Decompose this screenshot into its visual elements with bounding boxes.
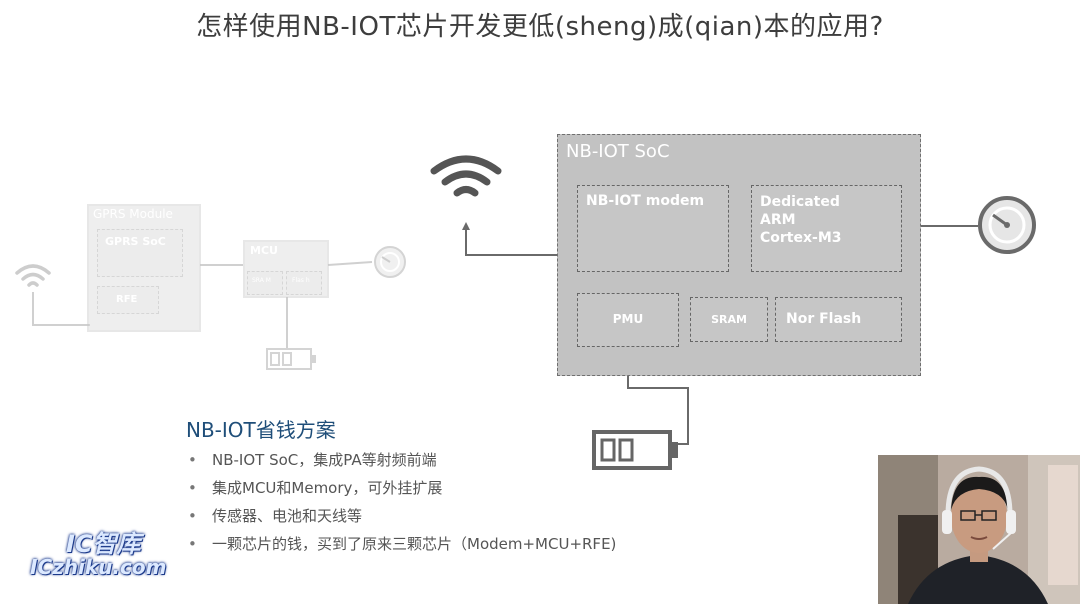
rfe-label: RFE bbox=[116, 294, 138, 305]
battery-icon bbox=[266, 348, 316, 370]
savings-heading: NB-IOT省钱方案 bbox=[186, 418, 336, 442]
nor-flash-block: Nor Flash bbox=[775, 297, 902, 342]
watermark-line-1: IC智库 bbox=[66, 530, 141, 558]
mcu-sram-label: SRA M bbox=[252, 277, 271, 284]
arm-line-1: Dedicated bbox=[760, 194, 840, 210]
gauge-icon bbox=[978, 196, 1036, 254]
arm-line-2: ARM bbox=[760, 212, 796, 228]
nb-iot-modem-label: NB-IOT modem bbox=[586, 193, 705, 209]
gprs-module-label: GPRS Module bbox=[93, 207, 173, 221]
watermark-line-2: ICzhiku.com bbox=[30, 555, 167, 579]
arm-cortex-block: Dedicated ARM Cortex-M3 bbox=[751, 185, 902, 272]
gprs-soc-label: GPRS SoC bbox=[105, 235, 166, 248]
nb-iot-modem-block: NB-IOT modem bbox=[577, 185, 729, 272]
mcu-flash-label: Flas h bbox=[292, 277, 310, 284]
mcu-label: MCU bbox=[250, 244, 278, 257]
slide-title: 怎样使用NB-IOT芯片开发更低(sheng)成(qian)本的应用? bbox=[196, 12, 884, 42]
presenter-video bbox=[878, 455, 1080, 604]
rfe-block bbox=[97, 286, 159, 314]
sram-label: SRAM bbox=[711, 313, 747, 326]
mcu-block bbox=[243, 240, 329, 298]
mcu-flash-block bbox=[286, 271, 322, 295]
wifi-icon bbox=[430, 155, 502, 197]
bullet-item: 传感器、电池和天线等 bbox=[186, 502, 616, 530]
gprs-module bbox=[87, 204, 201, 332]
nor-flash-label: Nor Flash bbox=[786, 311, 862, 327]
gauge-icon bbox=[374, 246, 406, 278]
wifi-icon bbox=[15, 264, 51, 287]
bullet-item: 一颗芯片的钱，买到了原来三颗芯片（Modem+MCU+RFE) bbox=[186, 530, 616, 558]
bullet-item: 集成MCU和Memory，可外挂扩展 bbox=[186, 474, 616, 502]
pmu-block: PMU bbox=[577, 293, 679, 347]
bullet-item: NB-IOT SoC，集成PA等射频前端 bbox=[186, 446, 616, 474]
nb-iot-soc-label: NB-IOT SoC bbox=[566, 141, 670, 162]
gprs-soc-block bbox=[97, 229, 183, 277]
pmu-label: PMU bbox=[612, 312, 644, 326]
presenter-image bbox=[878, 455, 1080, 604]
savings-bullet-list: NB-IOT SoC，集成PA等射频前端 集成MCU和Memory，可外挂扩展 … bbox=[186, 446, 616, 558]
sram-block: SRAM bbox=[690, 297, 768, 342]
arm-line-3: Cortex-M3 bbox=[760, 230, 842, 246]
mcu-sram-block bbox=[247, 271, 283, 295]
